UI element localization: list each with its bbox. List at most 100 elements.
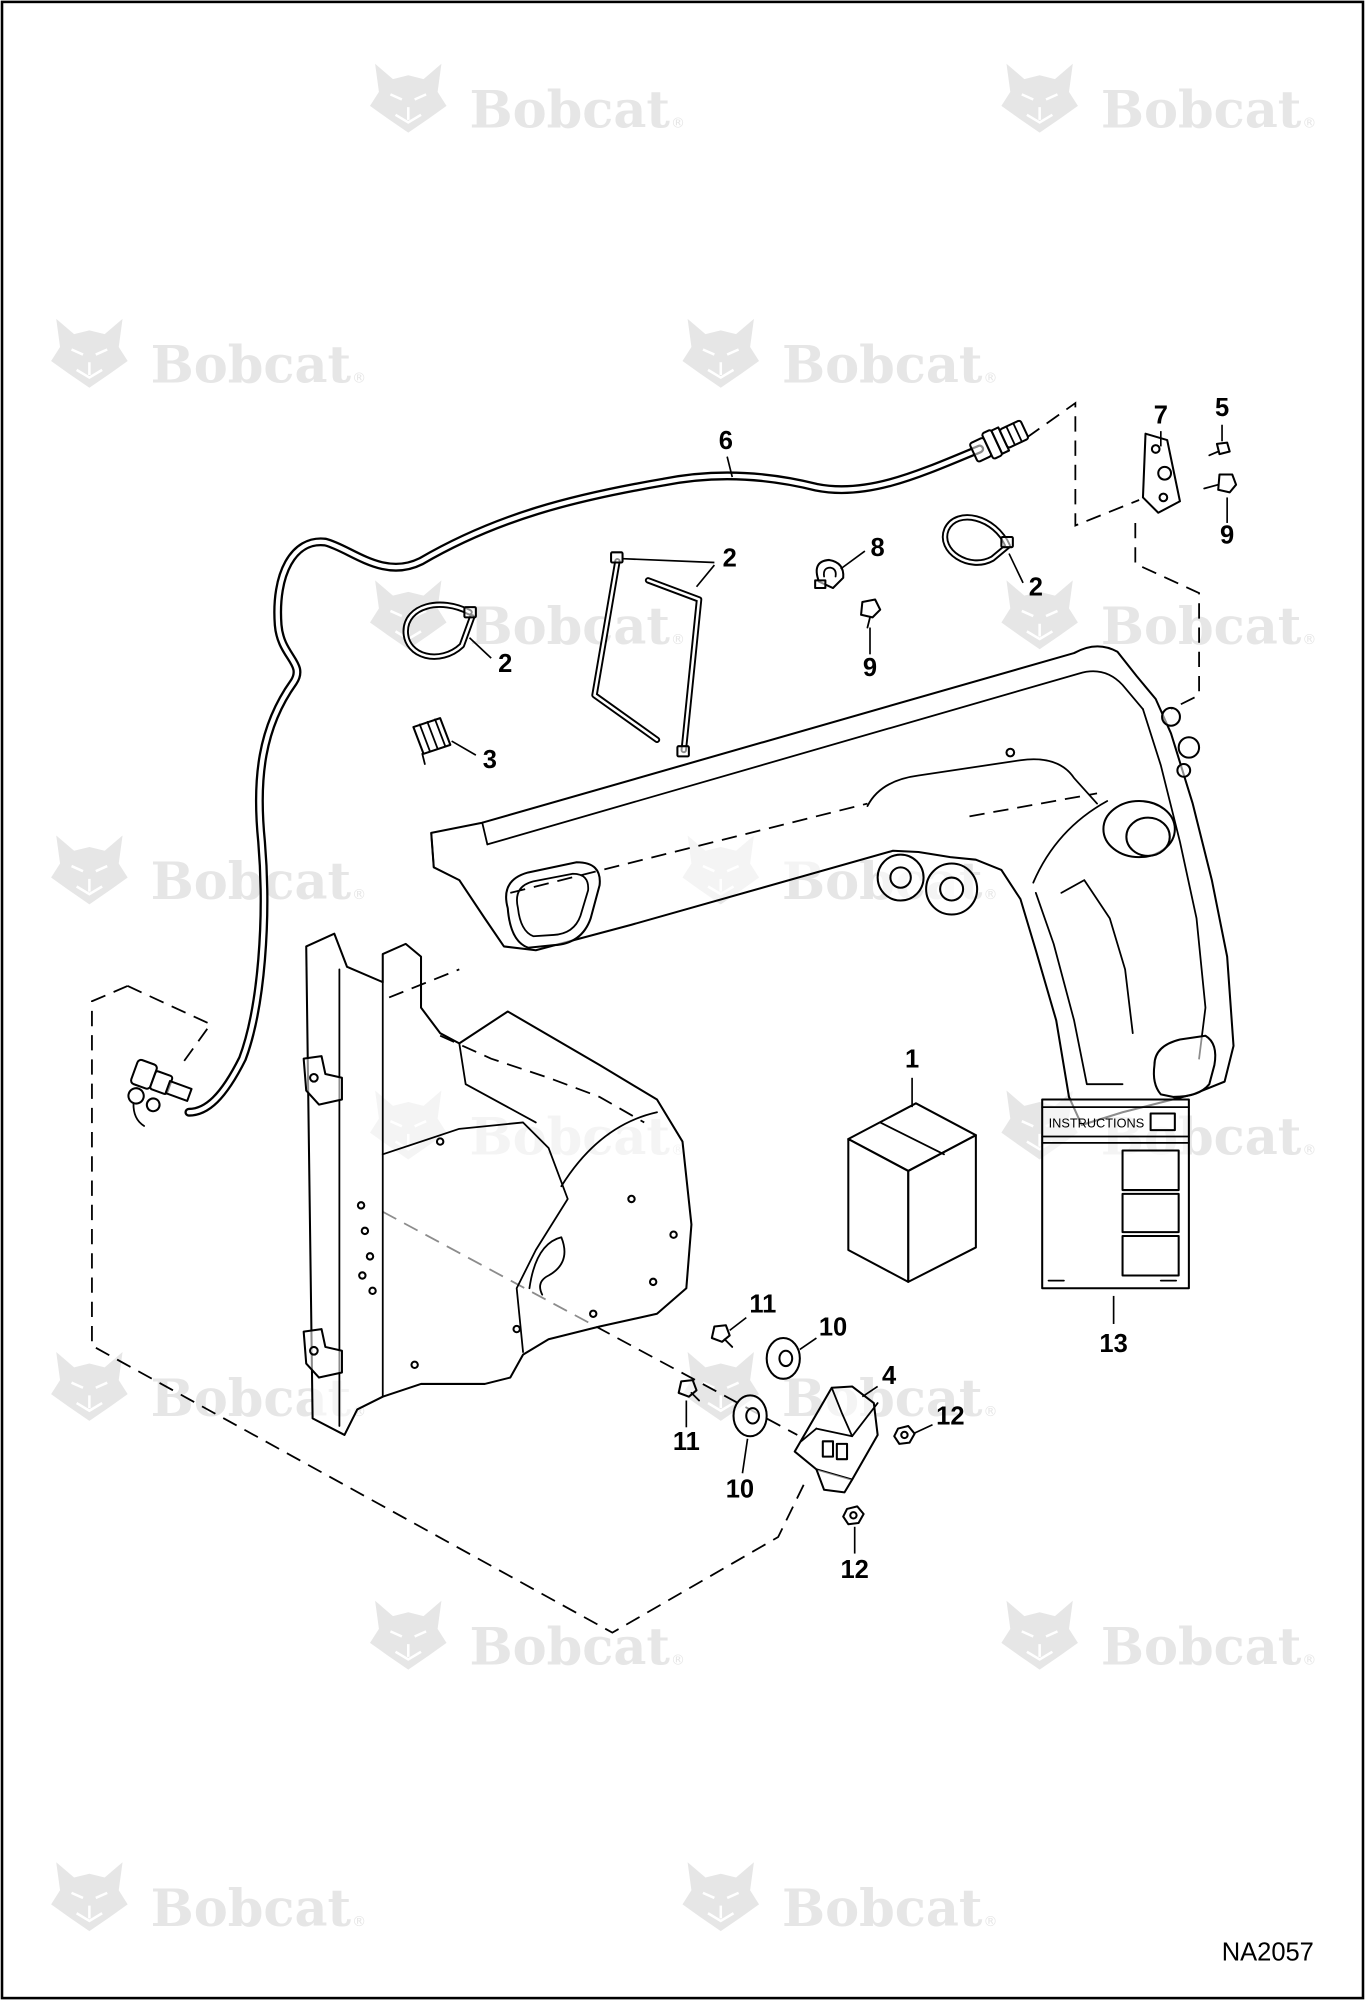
watermark-logo-detail	[71, 1891, 108, 1923]
watermark-text: Bobcat	[469, 81, 670, 141]
instruction-manual: INSTRUCTIONS	[1041, 1098, 1190, 1290]
arm-end-slot	[505, 861, 601, 949]
switch-assembly	[793, 1385, 879, 1494]
watermark-registered-mark: ®	[984, 1404, 998, 1420]
watermark-logo	[51, 1862, 128, 1932]
watermark-logo-detail	[1021, 1630, 1059, 1661]
callout-label: 7	[1154, 401, 1168, 429]
callout-label: 12	[936, 1403, 964, 1431]
leader-line	[622, 557, 716, 588]
bolt	[860, 598, 882, 629]
callout-label: 11	[749, 1291, 776, 1319]
mounting-plate	[1141, 432, 1181, 514]
routing-line-left-top	[127, 985, 212, 1066]
wiring-harness	[127, 419, 1029, 1127]
callout-label: 8	[871, 534, 885, 562]
watermark-logo-detail	[1021, 609, 1059, 641]
cable-tie-straight	[591, 551, 661, 743]
leader-line	[729, 1316, 747, 1332]
watermark-registered-mark: ®	[671, 116, 685, 132]
watermark-logo-detail	[1021, 93, 1059, 124]
figure-code: NA2057	[1222, 1938, 1314, 1966]
watermark: Bobcat®	[51, 318, 366, 396]
callout-label: 1	[905, 1046, 919, 1074]
watermark: Bobcat®	[370, 1600, 685, 1678]
watermark-registered-mark: ®	[352, 371, 366, 387]
callout-label: 2	[1029, 574, 1043, 602]
watermark-text: Bobcat	[782, 336, 983, 396]
terminal-stud	[1177, 736, 1201, 759]
cable-tie-loop	[941, 514, 1014, 566]
lift-arm	[430, 645, 1235, 1127]
callout-label: 5	[1215, 394, 1229, 422]
harness-clamp	[412, 717, 452, 765]
watermark-text: Bobcat	[782, 1879, 983, 1939]
kit-box	[847, 1102, 977, 1283]
callout-labels: 6 2 8 9 2 7 5 9 2 3 1 13 11 10 4 12 11 1…	[483, 394, 1234, 1584]
watermark-logo-detail	[389, 93, 427, 124]
terminal-stud	[1161, 706, 1181, 727]
watermark-registered-mark: ®	[1302, 1653, 1316, 1669]
bolt	[710, 1324, 734, 1348]
routing-line-right	[1134, 522, 1200, 710]
watermark: Bobcat®	[682, 1862, 998, 1939]
watermark: Bobcat®	[1001, 1600, 1316, 1678]
callout-label: 6	[719, 427, 733, 455]
watermark-registered-mark: ®	[352, 1914, 366, 1930]
watermark-text: Bobcat	[1101, 1618, 1302, 1678]
watermark-logo-detail	[389, 1630, 427, 1661]
leader-line	[468, 637, 492, 659]
callout-label: 12	[841, 1556, 869, 1584]
watermark-logo-detail	[71, 864, 108, 896]
watermark-registered-mark: ®	[984, 371, 998, 387]
callout-label: 3	[483, 746, 497, 774]
callout-label: 13	[1099, 1330, 1127, 1358]
manual-title: INSTRUCTIONS	[1049, 1116, 1145, 1131]
watermark-logo	[370, 63, 447, 133]
watermark-logo	[682, 1862, 760, 1932]
watermark-text: Bobcat	[469, 597, 670, 657]
nut	[893, 1425, 916, 1445]
watermark-text: Bobcat	[1101, 81, 1302, 141]
watermark-logo	[370, 1600, 447, 1670]
leader-line	[1008, 553, 1024, 584]
callout-label: 10	[726, 1475, 754, 1503]
watermark-text: Bobcat	[469, 1618, 670, 1678]
cable-tie-straight	[644, 577, 703, 758]
watermark: Bobcat®	[370, 63, 685, 141]
routing-line-top	[1026, 401, 1140, 527]
watermark-registered-mark: ®	[984, 887, 998, 903]
routing-line-left-loop	[91, 985, 808, 1634]
callout-label: 4	[882, 1362, 897, 1390]
harness-connector-lower	[127, 1058, 193, 1127]
leader-line	[861, 1385, 879, 1398]
watermark-logo	[51, 318, 128, 388]
leader-line	[451, 740, 477, 756]
leader-line	[799, 1337, 817, 1351]
watermark-layer: Bobcat®Bobcat®Bobcat®Bobcat®Bobcat®Bobca…	[51, 63, 1316, 1939]
bolt	[677, 1379, 700, 1402]
terminal-stud	[1176, 763, 1192, 778]
watermark-registered-mark: ®	[1302, 632, 1316, 648]
loader-frame	[302, 932, 693, 1436]
screw	[1208, 441, 1231, 457]
washer	[732, 1394, 768, 1438]
watermark-registered-mark: ®	[984, 1914, 998, 1930]
watermark-logo-detail	[702, 1891, 740, 1923]
watermark: Bobcat®	[1001, 63, 1316, 141]
leader-line	[741, 1438, 749, 1474]
watermark-logo-detail	[702, 348, 740, 380]
callout-label: 2	[498, 650, 512, 678]
watermark-text: Bobcat	[151, 1879, 352, 1939]
nut	[842, 1505, 865, 1526]
watermark-registered-mark: ®	[671, 632, 685, 648]
watermark-logo	[1001, 63, 1078, 133]
watermark-registered-mark: ®	[352, 887, 366, 903]
watermark-text: Bobcat	[151, 852, 352, 912]
loop-clamp	[814, 558, 845, 590]
leader-lines	[451, 424, 1228, 1554]
harness-connector-upper	[969, 419, 1029, 463]
frame-holes	[356, 1137, 678, 1370]
callout-label: 9	[1220, 521, 1234, 549]
